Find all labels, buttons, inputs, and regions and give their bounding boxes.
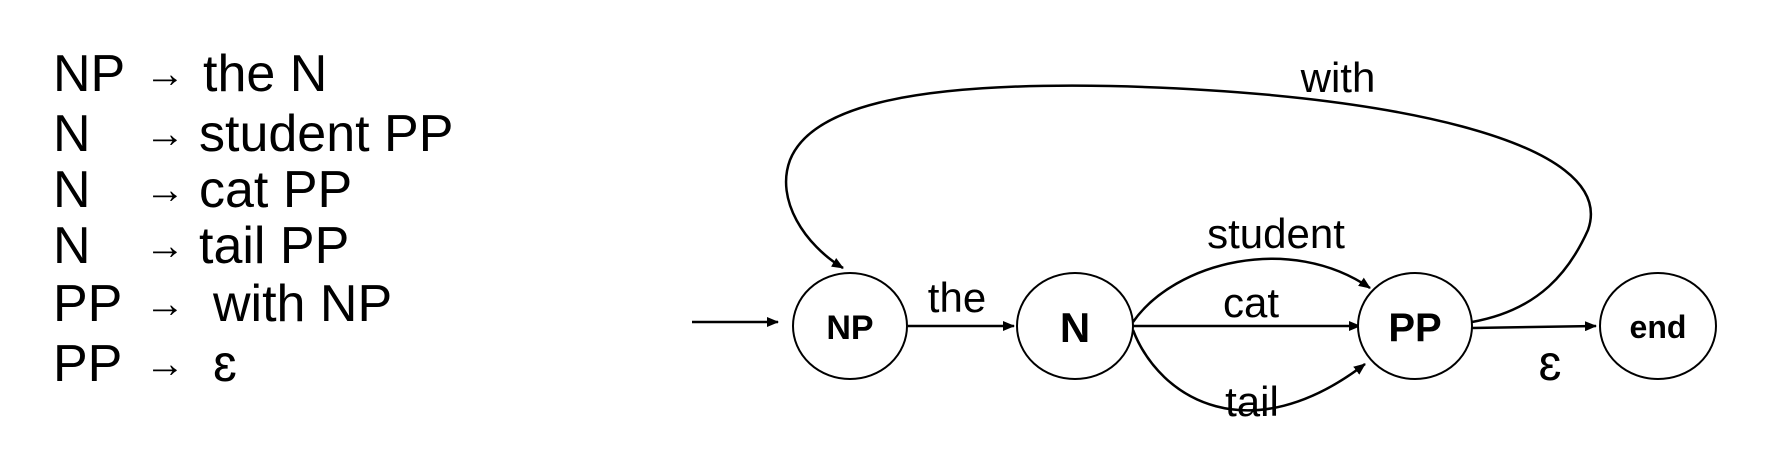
edge-label-the: the xyxy=(928,274,986,321)
rule-rhs: student PP xyxy=(199,105,454,163)
state-n: N xyxy=(1016,272,1134,380)
rule-lhs: PP xyxy=(53,335,123,393)
rule-lhs: PP xyxy=(53,275,123,333)
state-end: end xyxy=(1599,272,1717,380)
rule-lhs: NP xyxy=(53,45,126,103)
edge-label-student: student xyxy=(1207,210,1345,257)
rule-arrow-icon: → xyxy=(145,282,185,326)
edge-pp-to-np xyxy=(784,84,1592,324)
rule-rhs: ɛ xyxy=(213,335,237,393)
edge-label-tail: tail xyxy=(1225,378,1279,425)
rule-lhs: N xyxy=(53,105,91,163)
rule-arrow-icon: → xyxy=(145,52,185,96)
edge-n-to-pp-student xyxy=(1131,257,1371,323)
state-end-label: end xyxy=(1630,309,1687,345)
state-np-circle xyxy=(792,272,908,380)
rule-lhs: N xyxy=(53,161,91,219)
state-pp: PP xyxy=(1357,272,1473,380)
edge-label-cat: cat xyxy=(1223,279,1279,326)
edge-label-epsilon: ɛ xyxy=(1539,335,1562,391)
rule-arrow-icon: → xyxy=(145,168,185,212)
rule-rhs: tail PP xyxy=(199,217,350,275)
edge-pp-to-end xyxy=(1471,321,1597,332)
rule-arrow-icon: → xyxy=(145,342,185,386)
state-end-circle xyxy=(1599,272,1717,380)
state-n-circle xyxy=(1016,272,1134,380)
rule-arrow-icon: → xyxy=(145,224,185,268)
edge-label-with: with xyxy=(1300,54,1376,101)
state-n-label: N xyxy=(1060,304,1090,351)
rule-rhs: cat PP xyxy=(199,161,353,219)
rule-rhs: with NP xyxy=(213,275,393,333)
edge-n-to-pp-tail xyxy=(1131,329,1366,412)
state-np: NP xyxy=(792,272,908,380)
rule-rhs: the N xyxy=(203,45,328,103)
rule-lhs: N xyxy=(53,217,91,275)
state-pp-circle xyxy=(1357,272,1473,380)
state-np-label: NP xyxy=(826,309,873,347)
rule-arrow-icon: → xyxy=(145,112,185,156)
state-pp-label: PP xyxy=(1388,306,1441,350)
